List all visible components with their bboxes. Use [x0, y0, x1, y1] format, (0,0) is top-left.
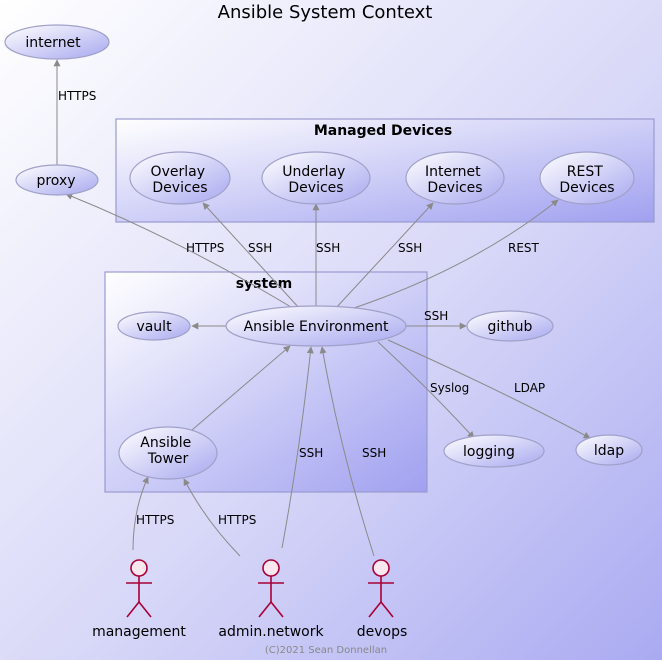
node-vault: vault	[117, 311, 191, 341]
edge-label-env-logging: Syslog	[430, 381, 469, 395]
edge-label-admin-env: SSH	[299, 446, 323, 460]
node-logging: logging	[443, 434, 545, 468]
stick-figure-icon	[368, 559, 394, 618]
edge-label-management-tower: HTTPS	[136, 513, 174, 527]
node-vault-label: vault	[136, 319, 172, 335]
node-ansible-tower-label: Ansible Tower	[140, 435, 195, 467]
edge-label-env-proxy: HTTPS	[186, 241, 224, 255]
node-ansible-tower: Ansible Tower	[118, 426, 218, 480]
edge-env-proxy	[65, 193, 297, 311]
edge-env-ldap	[387, 339, 591, 439]
edge-label-env-internet-devices: SSH	[398, 241, 422, 255]
node-proxy-label: proxy	[36, 173, 75, 189]
edge-label-env-ldap: LDAP	[514, 381, 545, 395]
edge-label-env-underlay: SSH	[316, 241, 340, 255]
edge-tower-env	[191, 345, 291, 431]
node-proxy: proxy	[15, 164, 99, 196]
node-internet-devices: Internet Devices	[405, 151, 505, 205]
edge-label-env-rest: REST	[508, 241, 540, 255]
actor-management-label: management	[92, 624, 186, 640]
node-ldap-label: ldap	[594, 443, 624, 459]
edge-label-devops-env: SSH	[362, 446, 386, 460]
diagram-title: Ansible System Context	[218, 2, 433, 23]
node-ldap: ldap	[575, 434, 643, 466]
node-overlay-devices-label: Overlay Devices	[151, 164, 210, 196]
edge-label-proxy-internet: HTTPS	[58, 89, 96, 103]
edge-env-logging	[377, 341, 475, 439]
edges: HTTPS HTTPS SSH SSH SSH REST SSH Syslog …	[53, 59, 591, 557]
package-system-label: system	[236, 276, 293, 292]
node-ansible-environment: Ansible Environment	[225, 305, 407, 347]
stick-figure-icon	[258, 559, 284, 618]
edge-admin-env	[281, 346, 314, 549]
node-logging-label: logging	[463, 444, 515, 460]
edge-env-rest	[344, 199, 559, 312]
node-rest-devices-label: REST Devices	[559, 164, 614, 196]
edge-label-env-overlay: SSH	[248, 241, 272, 255]
node-ansible-environment-label: Ansible Environment	[244, 319, 389, 335]
node-internet: internet	[4, 24, 110, 60]
copyright-footer: (C)2021 Sean Donnellan	[265, 645, 387, 656]
edge-management-tower	[132, 476, 149, 551]
node-github-label: github	[488, 319, 533, 335]
node-internet-devices-label: Internet Devices	[425, 164, 485, 196]
node-github: github	[466, 310, 554, 342]
edge-devops-env	[319, 346, 375, 557]
edge-label-admin-tower: HTTPS	[218, 513, 256, 527]
actor-admin-network-label: admin.network	[218, 624, 324, 640]
edge-env-overlay	[202, 202, 301, 310]
edge-label-env-github: SSH	[424, 309, 448, 323]
edge-env-internet-devices	[334, 202, 434, 310]
package-managed-devices-label: Managed Devices	[314, 123, 452, 139]
node-internet-label: internet	[25, 35, 81, 51]
actor-admin-network: admin.network	[218, 559, 324, 640]
node-underlay-devices: Underlay Devices	[261, 151, 371, 205]
stick-figure-icon	[126, 559, 152, 618]
node-overlay-devices: Overlay Devices	[129, 151, 231, 205]
actor-management: management	[92, 559, 186, 640]
node-underlay-devices-label: Underlay Devices	[282, 164, 350, 196]
actor-devops-label: devops	[357, 624, 408, 640]
edge-admin-tower	[183, 478, 241, 557]
node-rest-devices: REST Devices	[539, 151, 635, 205]
actor-devops: devops	[357, 559, 408, 640]
